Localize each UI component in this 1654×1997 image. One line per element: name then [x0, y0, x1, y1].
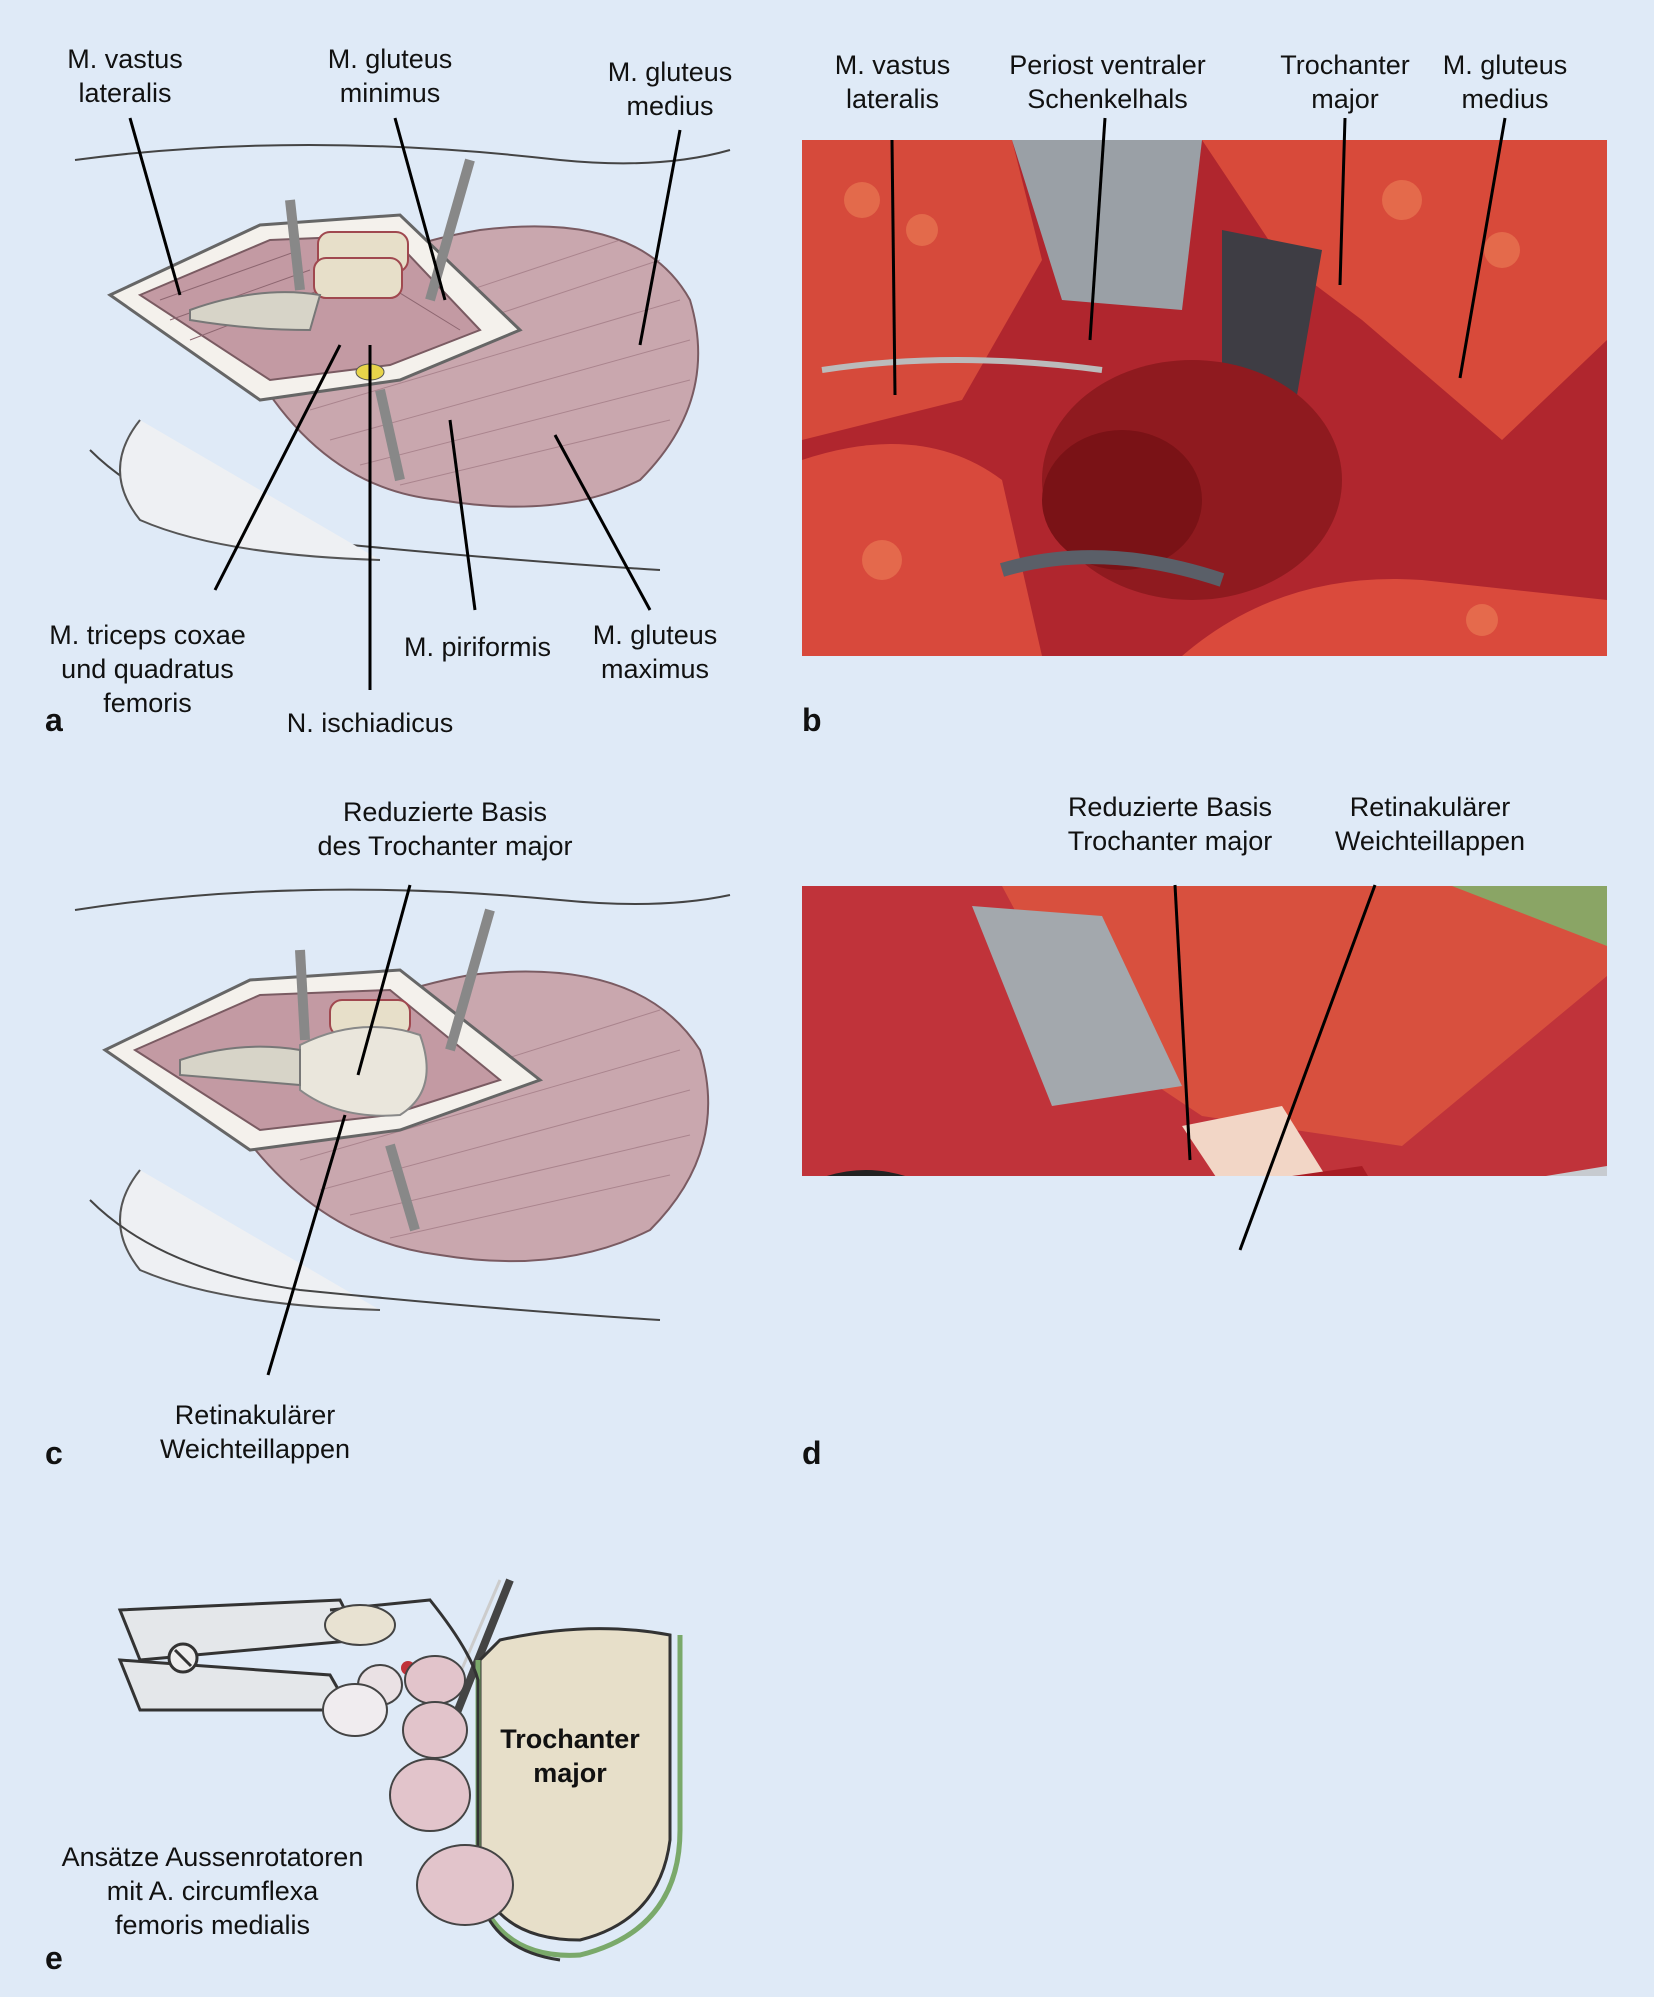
label-ansaetze-aussenrotatoren: Ansätze Aussenrotatoren mit A. circumfle…: [61, 1842, 364, 1940]
panel-a: M. vastus lateralis M. gluteus minimus M…: [0, 0, 800, 760]
label-gluteus-medius: M. gluteus medius: [607, 57, 733, 121]
panel-c-drawing: [74, 884, 731, 1376]
panel-letter-d: d: [802, 1435, 822, 1471]
label-reduzierte-basis-d: Reduzierte Basis Trochanter major: [1067, 792, 1273, 856]
label-gluteus-maximus: M. gluteus maximus: [592, 620, 718, 684]
label-vastus-lateralis-b: M. vastus lateralis: [834, 50, 951, 114]
label-trochanter-major-b: Trochanter major: [1280, 50, 1410, 114]
panel-letter-b: b: [802, 702, 822, 738]
panel-b-photo: [802, 140, 1607, 656]
panel-e-drawing: [117, 1578, 683, 1962]
panel-a-drawing: [74, 117, 731, 690]
panel-e: Trochanter major Ansätze Aussenrotatoren…: [0, 1500, 800, 1997]
label-gluteus-medius-b: M. gluteus medius: [1442, 50, 1568, 114]
label-periost: Periost ventraler Schenkelhals: [1009, 50, 1206, 114]
label-trochanter-major-e: Trochanter major: [500, 1724, 640, 1788]
panel-letter-a: a: [45, 702, 63, 738]
label-ischiadicus: N. ischiadicus: [286, 708, 454, 738]
panel-d-photo: [802, 886, 1607, 1176]
label-reduzierte-basis-c: Reduzierte Basis des Trochanter major: [317, 797, 573, 861]
panel-letter-c: c: [45, 1435, 63, 1471]
panel-letter-e: e: [45, 1940, 63, 1976]
label-gluteus-minimus: M. gluteus minimus: [327, 44, 453, 108]
panel-d: Reduzierte Basis Trochanter major Retina…: [800, 760, 1654, 1500]
label-piriformis: M. piriformis: [404, 632, 551, 662]
label-retinakulaerer-lappen-c: Retinakulärer Weichteillappen: [159, 1400, 351, 1464]
panel-c: Reduzierte Basis des Trochanter major Re…: [0, 760, 800, 1500]
label-vastus-lateralis: M. vastus lateralis: [67, 44, 183, 108]
label-retinakulaerer-lappen-d: Retinakulärer Weichteillappen: [1334, 792, 1526, 856]
label-triceps-coxae: M. triceps coxae und quadratus femoris: [49, 620, 246, 718]
panel-b: M. vastus lateralis Periost ventraler Sc…: [800, 0, 1654, 760]
